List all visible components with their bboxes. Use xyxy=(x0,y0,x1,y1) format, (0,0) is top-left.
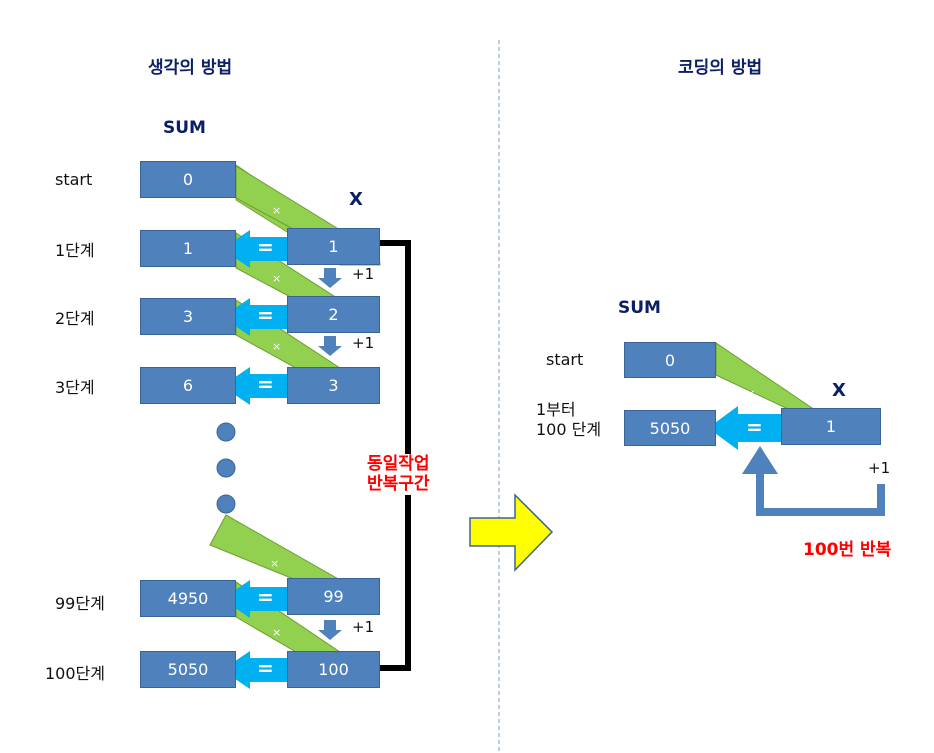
down-arrow-icon xyxy=(318,268,342,288)
right-x-box: 1 xyxy=(781,408,881,445)
times-mark: × xyxy=(270,557,279,570)
cyan-arrow-3 xyxy=(222,367,292,405)
x-box: 2 xyxy=(287,296,380,333)
increment-label: +1 xyxy=(352,618,375,636)
sum-box: 3 xyxy=(140,298,236,335)
step-label: 3단계 xyxy=(55,378,95,397)
right-heading: 코딩의 방법 xyxy=(678,58,763,78)
repeat-zone-label: 동일작업 반복구간 xyxy=(367,454,430,494)
cyan-arrow-2 xyxy=(222,298,292,336)
right-sum-start-box: 0 xyxy=(624,342,716,378)
right-x-label: X xyxy=(832,380,846,401)
loop-arrow-head xyxy=(742,446,778,474)
right-sum-label: SUM xyxy=(618,298,661,318)
right-increment-label: +1 xyxy=(868,459,891,477)
step-label: 1단계 xyxy=(55,241,95,260)
repeat-count-label: 100번 반복 xyxy=(803,540,892,560)
ellipsis-dot xyxy=(216,458,236,478)
sum-box: 4950 xyxy=(140,580,236,617)
loop-arrow xyxy=(756,470,885,516)
times-mark: × xyxy=(272,204,281,217)
cyan-arrow-1 xyxy=(222,230,292,268)
green-band-right xyxy=(715,342,817,411)
down-arrow-icon xyxy=(318,620,342,640)
step-label: 100단계 xyxy=(45,664,105,683)
equals-sign: = xyxy=(257,656,274,680)
repeat-bracket-top xyxy=(380,240,411,455)
repeat-zone-line2: 반복구간 xyxy=(367,474,430,494)
left-sum-label: SUM xyxy=(163,118,206,138)
transition-arrow xyxy=(469,493,554,572)
left-heading: 생각의 방법 xyxy=(148,58,233,78)
sum-box: 1 xyxy=(140,230,236,267)
times-mark: × xyxy=(272,626,281,639)
left-x-label: X xyxy=(349,189,363,210)
equals-sign: = xyxy=(257,303,274,327)
cyan-arrow-100 xyxy=(222,651,292,689)
sum-box: 6 xyxy=(140,367,236,404)
step-label: 99단계 xyxy=(55,594,105,613)
right-step-label: 1부터 100 단계 xyxy=(536,400,601,440)
right-sum-result-box: 5050 xyxy=(624,410,716,446)
x-box: 99 xyxy=(287,578,380,615)
times-mark: × xyxy=(272,272,281,285)
step-label: start xyxy=(55,170,93,189)
repeat-zone-line1: 동일작업 xyxy=(367,454,430,474)
times-mark: × xyxy=(746,387,755,400)
right-step-line2: 100 단계 xyxy=(536,420,602,439)
increment-label: +1 xyxy=(352,334,375,352)
right-step-line1: 1부터 xyxy=(536,400,576,419)
right-start-label: start xyxy=(546,350,584,369)
sum-box: 5050 xyxy=(140,651,236,688)
step-label: 2단계 xyxy=(55,309,95,328)
x-box: 100 xyxy=(287,651,380,688)
ellipsis-dot xyxy=(216,422,236,442)
cyan-arrow-right xyxy=(708,406,785,450)
x-box: 3 xyxy=(287,367,380,404)
ellipsis-dot xyxy=(216,494,236,514)
equals-sign: = xyxy=(257,235,274,259)
equals-sign: = xyxy=(257,585,274,609)
increment-label: +1 xyxy=(352,265,375,283)
sum-box: 0 xyxy=(140,161,236,198)
times-mark: × xyxy=(272,340,281,353)
equals-sign: = xyxy=(257,372,274,396)
down-arrow-icon xyxy=(318,336,342,356)
x-box: 1 xyxy=(287,228,380,265)
repeat-bracket-bottom xyxy=(380,495,411,671)
equals-sign: = xyxy=(746,415,763,439)
green-band-dots-99 xyxy=(209,514,342,581)
cyan-arrow-99 xyxy=(222,580,292,618)
